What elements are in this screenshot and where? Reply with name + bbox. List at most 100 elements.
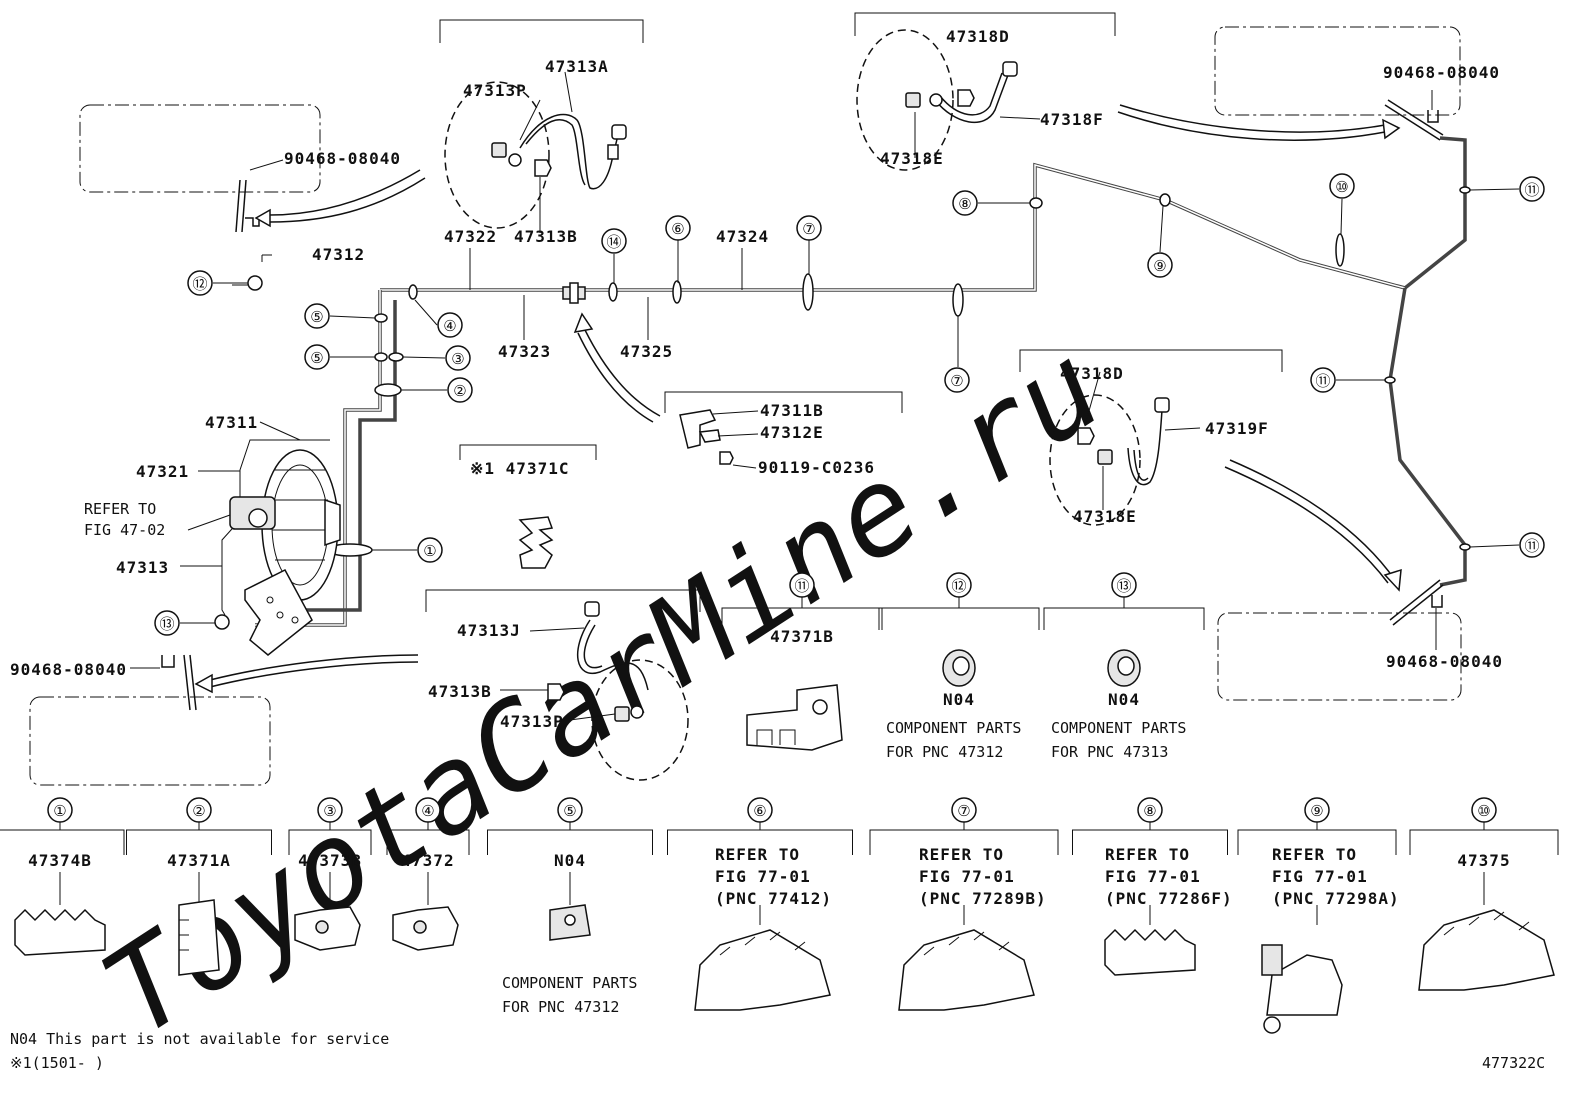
- callout-marker: ⑥: [665, 215, 691, 241]
- callout-circle: [665, 215, 691, 241]
- component-refer: FIG 77-01: [715, 867, 811, 886]
- callout-number: ⑥: [753, 802, 766, 820]
- part-label: 47319F: [1205, 419, 1269, 438]
- brake-booster-assembly: [229, 449, 341, 656]
- component-refer: REFER TO: [919, 845, 1004, 864]
- callout-number: ⑫: [192, 275, 207, 293]
- callout-number: ③: [323, 802, 336, 820]
- callout-number: ⑦: [950, 372, 963, 390]
- callout-number: ⑦: [802, 220, 815, 238]
- part-label: 47311B: [760, 401, 824, 420]
- component-refer: (PNC 77286F): [1105, 889, 1233, 908]
- component-refer: FIG 77-01: [1272, 867, 1368, 886]
- callout-number: ②: [192, 802, 205, 820]
- part-label: 47313: [116, 558, 169, 577]
- callout-number: ⑪: [794, 577, 809, 595]
- component-sketch: [294, 906, 361, 951]
- component-refer: FIG 77-01: [1105, 867, 1201, 886]
- callout-number: ⑤: [563, 802, 576, 820]
- bottom-component-panels: ①47374B②47371A③47373B④47372⑤N04COMPONENT…: [0, 797, 1559, 1034]
- part-label: FIG 47-02: [84, 521, 165, 539]
- part-label: 90468-08040: [1383, 63, 1500, 82]
- component-part-number: N04: [1108, 690, 1140, 709]
- component-sketch: [14, 908, 106, 956]
- component-refer: (PNC 77412): [715, 889, 832, 908]
- part-label: ※1 47371C: [470, 459, 569, 478]
- callout-number: ⑥: [671, 220, 684, 238]
- component-sketch: [746, 684, 843, 751]
- component-part-number: N04: [943, 690, 975, 709]
- callout-number: ⑪: [1524, 181, 1539, 199]
- part-label: 47324: [716, 227, 769, 246]
- part-label: 90468-08040: [1386, 652, 1503, 671]
- part-label: 47318D: [946, 27, 1010, 46]
- component-sketch: [1107, 649, 1141, 687]
- callout-circle: [437, 312, 463, 338]
- part-label: REFER TO: [84, 500, 156, 518]
- component-refer: FIG 77-01: [919, 867, 1015, 886]
- component-refer: (PNC 77289B): [919, 889, 1047, 908]
- part-label: 47313P: [500, 712, 564, 731]
- callout-circle: [1519, 532, 1545, 558]
- leader-lines: [130, 90, 1520, 669]
- callout-number: ⑧: [1143, 802, 1156, 820]
- part-label: 47313B: [428, 682, 492, 701]
- callout-circle: [447, 377, 473, 403]
- callout-number: ⑩: [1335, 178, 1348, 196]
- callout-marker: ③: [445, 345, 471, 371]
- component-refer: REFER TO: [715, 845, 800, 864]
- component-part-number: 47372: [401, 851, 454, 870]
- component-note: FOR PNC 47312: [886, 743, 1003, 761]
- callout-number: ⑨: [1310, 802, 1323, 820]
- mounting-clips: [161, 99, 1444, 711]
- callout-number: ①: [423, 542, 436, 560]
- callout-marker: ⑩: [1329, 173, 1355, 199]
- callout-circle: [796, 215, 822, 241]
- component-sketch: [549, 904, 591, 941]
- part-label: 47311: [205, 413, 258, 432]
- callout-number: ④: [443, 317, 456, 335]
- component-panel: ① 47374B: [0, 797, 125, 956]
- component-panel: ⑦ REFER TO FIG 77-01 (PNC 77289B): [869, 797, 1059, 1011]
- callout-marker: ⑤: [304, 303, 330, 329]
- callout-marker: ⑪: [1519, 532, 1545, 558]
- part-label: 47313A: [545, 57, 609, 76]
- callout-number: ①: [53, 802, 66, 820]
- callout-number: ⑬: [159, 615, 174, 633]
- part-label: 47312: [312, 245, 365, 264]
- star1-note: ※1(1501- ): [10, 1054, 104, 1072]
- component-refer: REFER TO: [1272, 845, 1357, 864]
- part-number-labels: 47313A47313P47313B4732290468-08040473124…: [10, 27, 1503, 731]
- callout-marker: ⑦: [944, 367, 970, 393]
- callout-circle: [304, 344, 330, 370]
- part-label: 47318D: [1060, 364, 1124, 383]
- callout-marker: ⑪: [1519, 176, 1545, 202]
- component-part-number: 47371B: [770, 627, 834, 646]
- component-refer: (PNC 77298A): [1272, 889, 1400, 908]
- callout-number: ⑤: [310, 308, 323, 326]
- callout-marker: ⑨: [1147, 252, 1173, 278]
- component-part-number: 47374B: [28, 851, 92, 870]
- callout-number: ⑩: [1477, 802, 1490, 820]
- part-label: 47313B: [514, 227, 578, 246]
- callout-marker: ⑧: [952, 190, 978, 216]
- callout-circle: [1147, 252, 1173, 278]
- part-label: 90119-C0236: [758, 458, 875, 477]
- reference-boxes: [29, 26, 1462, 786]
- callout-circle: [1329, 173, 1355, 199]
- hose-group-47318f: [856, 29, 1041, 171]
- callout-marker: ④: [437, 312, 463, 338]
- callout-number: ⑬: [1116, 577, 1131, 595]
- callout-number: ⑪: [1315, 372, 1330, 390]
- callout-number: ⑦: [957, 802, 970, 820]
- callout-circle: [304, 303, 330, 329]
- callout-number: ⑨: [1153, 257, 1166, 275]
- component-panel: ⑪ 47371B: [721, 572, 883, 751]
- callout-marker: ②: [447, 377, 473, 403]
- part-label: 47318E: [1073, 507, 1137, 526]
